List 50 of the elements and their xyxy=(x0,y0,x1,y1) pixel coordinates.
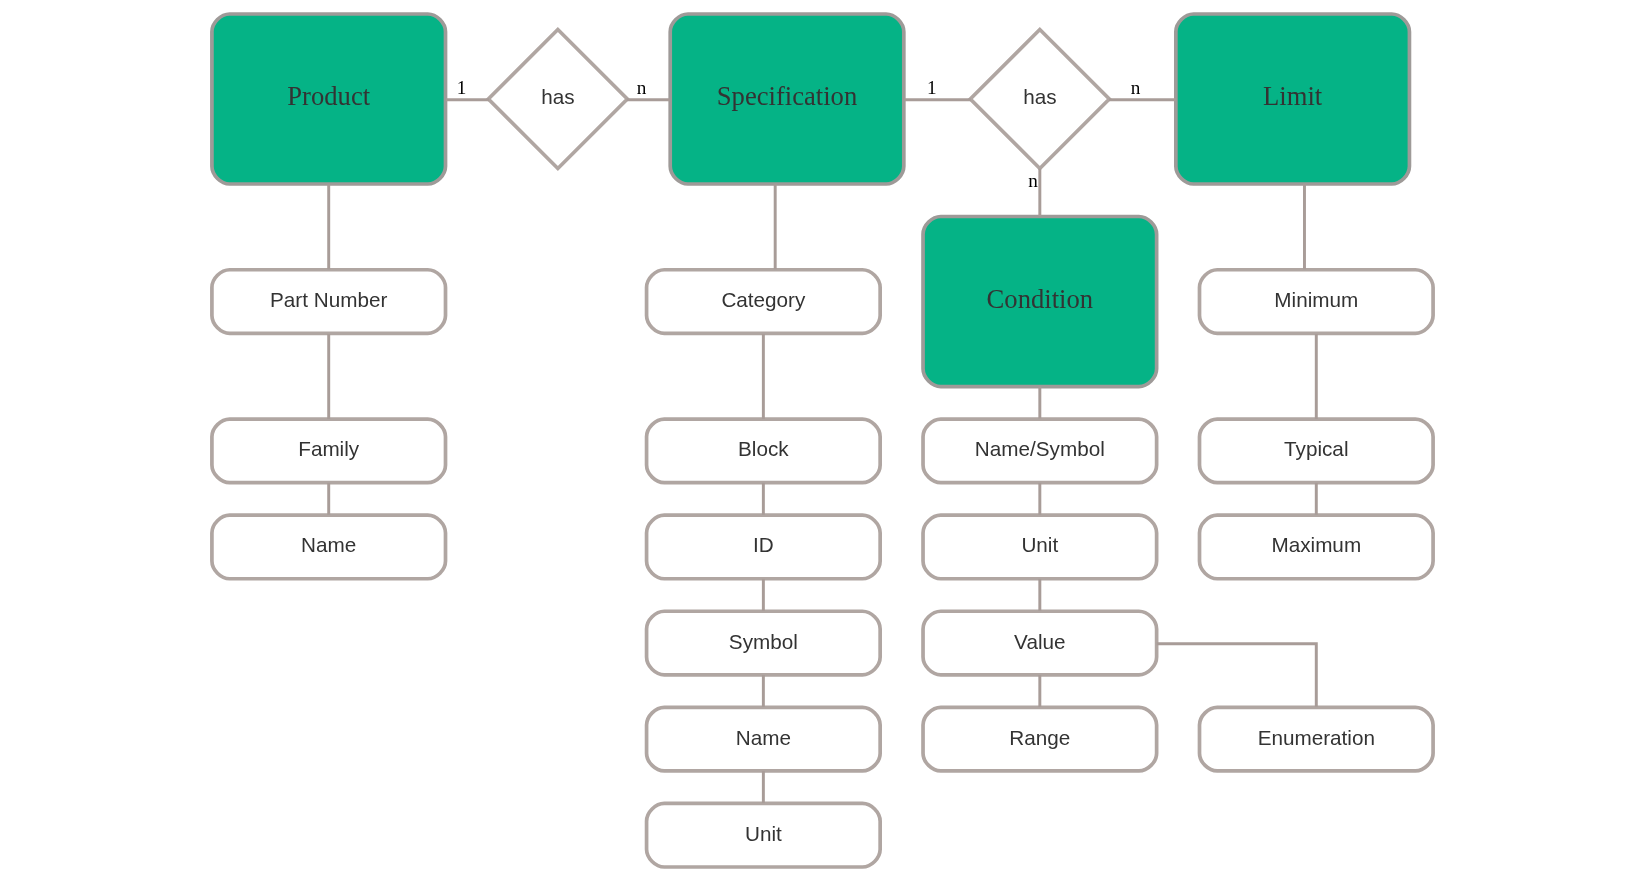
node-box: Condition xyxy=(920,214,1158,389)
connector xyxy=(1314,333,1318,419)
node-box: Unit xyxy=(644,801,882,869)
edge-label: n xyxy=(1027,170,1038,192)
edge-label: n xyxy=(1130,77,1140,99)
connector xyxy=(1302,184,1306,270)
connector xyxy=(1314,482,1318,515)
connector xyxy=(761,578,765,611)
connector xyxy=(1037,578,1041,611)
connector xyxy=(761,333,765,419)
edge-label: 1 xyxy=(456,77,466,99)
node-box: Value xyxy=(920,609,1158,677)
node-box: Unit xyxy=(920,513,1158,581)
node-box: Block xyxy=(644,417,882,485)
connector xyxy=(904,98,971,102)
edge-label: n xyxy=(636,77,646,99)
connector xyxy=(1037,168,1041,217)
edge-label: 1 xyxy=(926,77,937,99)
connector xyxy=(1037,675,1041,707)
node-box: Symbol xyxy=(644,609,882,677)
node-box: Maximum xyxy=(1197,513,1435,581)
node-box: Minimum xyxy=(1197,267,1435,336)
node-box: Part Number xyxy=(209,267,447,336)
node-box: Specification xyxy=(667,12,906,186)
connector xyxy=(1037,386,1041,419)
connector xyxy=(1156,642,1318,707)
node-box: Name xyxy=(644,705,882,773)
connector xyxy=(761,675,765,707)
node-box: Product xyxy=(209,12,447,186)
node-box: Name xyxy=(209,513,447,581)
connector xyxy=(773,184,777,270)
connector xyxy=(445,98,489,102)
node-box: Category xyxy=(644,267,882,336)
connector xyxy=(626,98,670,102)
node-box: Family xyxy=(209,417,447,485)
connector xyxy=(326,333,330,419)
connector xyxy=(761,771,765,804)
node-box: Enumeration xyxy=(1197,705,1435,773)
node-box: ID xyxy=(644,513,882,581)
node-box: Limit xyxy=(1173,12,1411,186)
connector xyxy=(326,184,330,270)
connector xyxy=(761,482,765,515)
connector xyxy=(326,482,330,515)
connector xyxy=(1037,482,1041,515)
connector xyxy=(1108,98,1175,102)
node-box: Range xyxy=(920,705,1158,773)
node-diamond: has xyxy=(967,26,1112,172)
node-box: Name/Symbol xyxy=(920,417,1158,485)
node-diamond: has xyxy=(485,26,630,172)
node-box: Typical xyxy=(1197,417,1435,485)
